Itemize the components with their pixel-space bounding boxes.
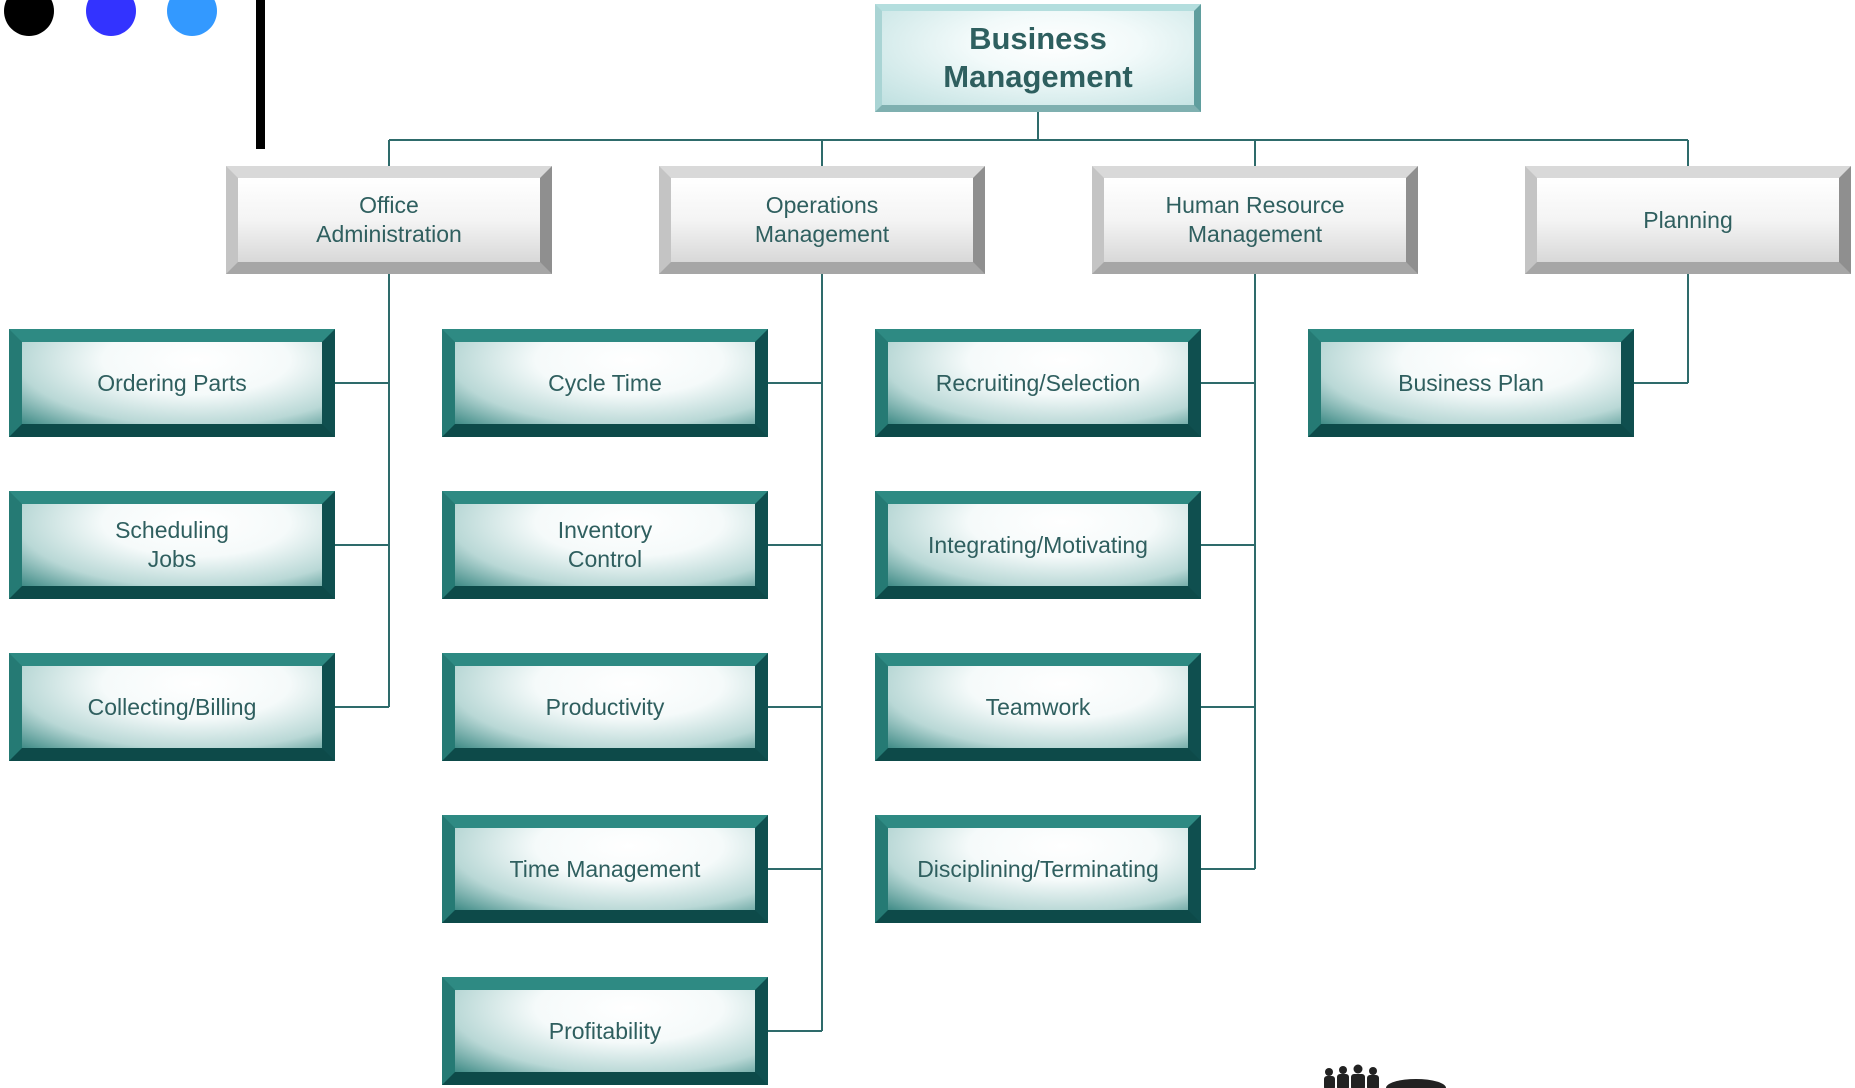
branch-human-resource-management: Human Resource Management <box>1092 166 1418 274</box>
branch-operations-management: Operations Management <box>659 166 985 274</box>
branch-label: Operations Management <box>754 192 890 247</box>
node-label: Recruiting/Selection <box>935 369 1141 396</box>
branch-label: Human Resource Management <box>1165 192 1345 247</box>
node-profitability: Profitability <box>442 977 768 1085</box>
node-time-management: Time Management <box>442 815 768 923</box>
root-label: Business Management <box>943 21 1133 94</box>
node-cycle-time: Cycle Time <box>442 329 768 437</box>
node-label: Profitability <box>548 1017 662 1044</box>
node-label: Business Plan <box>1398 369 1544 396</box>
node-label: Ordering Parts <box>97 369 247 396</box>
node-integrating-motivating: Integrating/Motivating <box>875 491 1201 599</box>
node-scheduling-jobs: Scheduling Jobs <box>9 491 335 599</box>
node-ordering-parts: Ordering Parts <box>9 329 335 437</box>
node-teamwork: Teamwork <box>875 653 1201 761</box>
node-label: Teamwork <box>985 693 1091 720</box>
node-label: Productivity <box>545 693 665 720</box>
node-inventory-control: Inventory Control <box>442 491 768 599</box>
branch-office-administration: Office Administration <box>226 166 552 274</box>
node-productivity: Productivity <box>442 653 768 761</box>
node-label: Cycle Time <box>548 369 662 396</box>
node-label: Integrating/Motivating <box>928 531 1148 558</box>
node-disciplining-terminating: Disciplining/Terminating <box>875 815 1201 923</box>
node-label: Inventory Control <box>557 517 653 572</box>
node-label: Collecting/Billing <box>87 693 257 720</box>
node-label: Time Management <box>509 855 701 882</box>
node-label: Scheduling Jobs <box>115 517 229 572</box>
branch-label: Planning <box>1643 206 1733 233</box>
node-recruiting-selection: Recruiting/Selection <box>875 329 1201 437</box>
node-collecting-billing: Collecting/Billing <box>9 653 335 761</box>
branch-label: Office Administration <box>316 192 462 247</box>
people-silhouette-icon <box>1324 1064 1446 1088</box>
root-node: Business Management <box>875 4 1201 112</box>
vertical-bar-divider <box>256 0 265 149</box>
node-label: Disciplining/Terminating <box>917 855 1159 882</box>
branch-planning: Planning <box>1525 166 1851 274</box>
node-business-plan: Business Plan <box>1308 329 1634 437</box>
